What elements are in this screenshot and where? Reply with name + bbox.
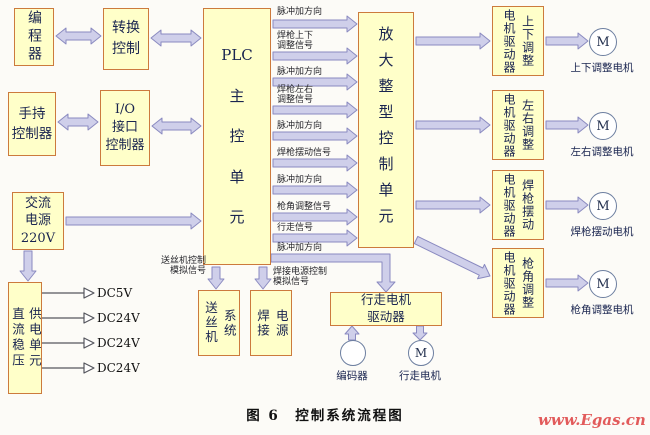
signal-label-walking: 行走信号 <box>277 223 314 233</box>
arrow-amp-driver-1 <box>415 32 491 50</box>
dc-output-label-4: DC24V <box>97 361 140 375</box>
box-driver-updown: 上下调整 电机驱动器 <box>492 6 544 76</box>
dc-output-label-1: DC5V <box>97 286 133 300</box>
box-programmer: 编程器 <box>14 8 54 66</box>
walking-motor-circle: M <box>408 340 434 366</box>
signal-label-gun-angle: 枪角调整信号 <box>277 202 332 212</box>
arrow-amp-driver-2 <box>415 116 491 134</box>
motor-label-leftright: 左右调整电机 <box>570 146 634 158</box>
box-io-interface-controller: I/O 接口 控制器 <box>100 90 150 166</box>
box-driver-swing: 焊枪摆动 电机驱动器 <box>492 170 544 240</box>
box-welding-power-source: 焊接 电源 <box>250 290 292 356</box>
arrow-signal-5 <box>272 127 358 145</box>
arrow-signal-1 <box>272 15 358 33</box>
signal-label-weldpower-analog: 焊接电源控制 模拟信号 <box>273 267 328 288</box>
signal-label-pulse-direction-3: 脉冲加方向 <box>277 121 323 131</box>
arrow-programmer-conversion <box>55 27 102 45</box>
arrow-amp-driver-3 <box>415 196 491 214</box>
motor-label-updown: 上下调整电机 <box>570 62 634 74</box>
walking-motor-label: 行走电机 <box>399 370 441 382</box>
arrow-ac-plc <box>65 212 202 230</box>
arrow-signal-4 <box>272 101 358 119</box>
box-conversion-control: 转换 控制 <box>103 8 149 70</box>
dc-arrowhead-2 <box>83 312 95 324</box>
arrow-signal-8 <box>272 208 358 226</box>
box-wire-feeder-system: 送丝机 系统 <box>198 290 240 356</box>
signal-label-pulse-direction-1: 脉冲加方向 <box>277 7 323 17</box>
box-plc-main-control-unit: PLC 主 控 单 元 <box>203 8 271 265</box>
box-handheld-controller: 手持 控制器 <box>8 92 56 156</box>
arrow-signal-6 <box>272 154 358 172</box>
dc-output-label-2: DC24V <box>97 311 140 325</box>
encoder-label: 编码器 <box>336 370 368 382</box>
signal-label-pulse-direction-5: 脉冲加方向 <box>277 243 323 253</box>
watermark-text: www.Egas.cn <box>538 411 646 429</box>
arrow-signal-2 <box>272 47 358 65</box>
motor-label-swing: 焊枪摆动电机 <box>570 226 634 238</box>
arrow-handheld-io <box>57 113 99 131</box>
dc-output-label-3: DC24V <box>97 336 140 350</box>
motor-label-gunangle: 枪角调整电机 <box>570 304 634 316</box>
arrow-conversion-plc <box>150 29 202 47</box>
arrow-encoder-walkdriver <box>344 325 360 341</box>
arrow-ac-dc-unit <box>19 250 37 282</box>
dc-arrowhead-3 <box>83 337 95 349</box>
signal-label-pulse-direction-4: 脉冲加方向 <box>277 175 323 185</box>
dc-arrowhead-4 <box>83 362 95 374</box>
box-driver-leftright: 左右调整 电机驱动器 <box>492 90 544 160</box>
arrow-io-plc <box>151 117 202 135</box>
arrow-driver-motor-3 <box>545 196 589 214</box>
signal-label-pulse-direction-2: 脉冲加方向 <box>277 67 323 77</box>
arrow-signal-9 <box>272 229 358 247</box>
arrow-driver-motor-4 <box>545 274 589 292</box>
motor-circle-swing: M <box>589 192 617 220</box>
arrow-signal-7 <box>272 181 358 199</box>
signal-label-gun-swing: 焊枪摆动信号 <box>277 148 332 158</box>
motor-circle-updown: M <box>589 28 617 56</box>
signal-label-gun-updown: 焊枪上下 调整信号 <box>277 31 314 52</box>
arrow-plc-wirefeeder <box>207 266 225 290</box>
signal-label-gun-leftright: 焊枪左右 调整信号 <box>277 85 314 106</box>
motor-circle-gunangle: M <box>589 270 617 298</box>
signal-label-wirefeeder-analog: 送丝机控制 模拟信号 <box>160 256 206 277</box>
arrow-walkdriver-motor <box>412 325 428 341</box>
box-amplifier-shaping-control-unit: 放大整型控制单元 <box>358 12 414 248</box>
box-ac-power-220v: 交流 电源 220V <box>12 192 64 250</box>
figure-caption: 图 6 控制系统流程图 <box>246 408 404 424</box>
arrow-amp-driver-4 <box>413 235 491 280</box>
arrow-driver-motor-2 <box>545 116 589 134</box>
arrow-driver-motor-1 <box>545 32 589 50</box>
box-driver-gunangle: 枪角调整 电机驱动器 <box>492 248 544 318</box>
motor-circle-leftright: M <box>589 112 617 140</box>
arrow-plc-weldpower <box>254 266 272 290</box>
dc-arrowhead-1 <box>83 287 95 299</box>
box-dc-regulated-supply-unit: 直流稳压 供电单元 <box>8 282 42 394</box>
box-walking-motor-driver: 行走电机 驱动器 <box>330 292 442 326</box>
arrow-signal-3 <box>272 73 358 91</box>
arrow-pulse-walk-driver <box>270 253 396 293</box>
encoder-circle <box>340 340 366 366</box>
